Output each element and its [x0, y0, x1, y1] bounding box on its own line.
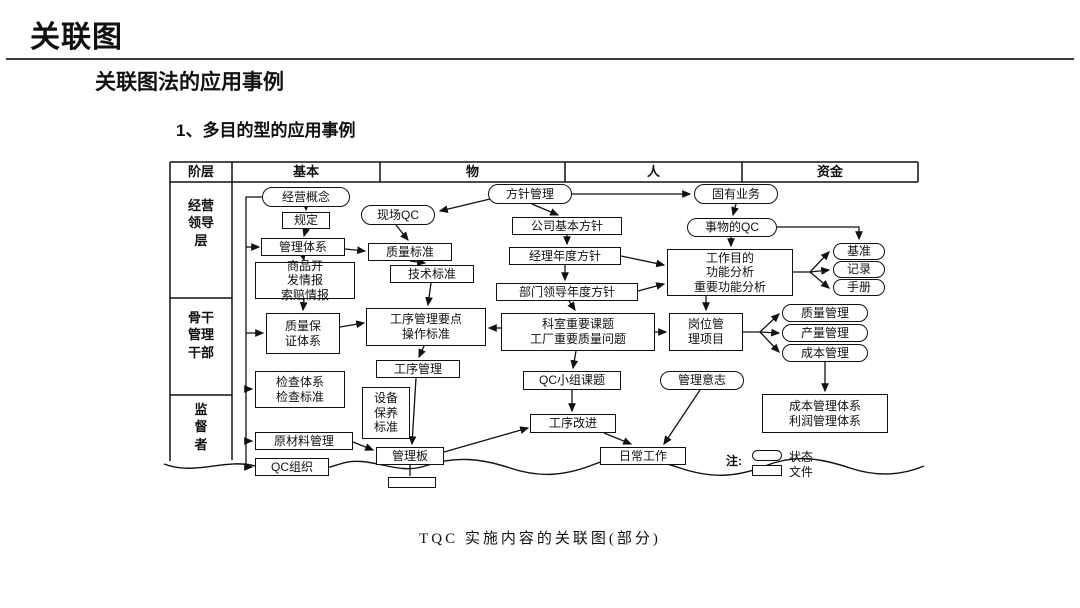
node-product-claim-info: 商品开 发情报 索赔情报 [255, 259, 355, 302]
node-inherent-business: 固有业务 [694, 184, 778, 204]
node-technical-standard: 技术标准 [390, 265, 474, 283]
node-site-qc: 现场QC [361, 205, 435, 225]
node-dept-leader-annual-policy: 部门领导年度方针 [496, 283, 638, 301]
row-label-top-management: 经营 领导 层 [187, 197, 214, 248]
title-divider [6, 58, 1074, 60]
node-dept-key-topics: 科室重要课题 工厂重要质量问题 [501, 313, 655, 351]
node-manager-annual-policy: 经理年度方针 [509, 247, 621, 265]
node-post-management-items: 岗位管 理项目 [669, 313, 743, 351]
node-management-will: 管理意志 [660, 371, 744, 390]
node-cost-profit-system: 成本管理体系 利润管理体系 [762, 394, 888, 433]
node-company-basic-policy: 公司基本方针 [512, 217, 622, 235]
node-quality-assurance-system: 质量保 证体系 [266, 313, 340, 354]
node-things-qc: 事物的QC [687, 218, 777, 237]
section-heading: 1、多目的型的应用事例 [176, 121, 356, 140]
node-management-system: 管理体系 [261, 238, 345, 256]
row-label-middle-management: 骨干 管理 干部 [187, 309, 214, 360]
node-daily-work: 日常工作 [600, 447, 686, 465]
row-label-supervisors: 监 督 者 [194, 401, 208, 452]
slide-subtitle: 关联图法的应用事例 [95, 71, 284, 94]
legend-note: 注: [726, 454, 742, 468]
node-management-board: 管理板 [376, 447, 444, 465]
column-header-people: 人 [646, 164, 660, 180]
node-work-purpose-analysis: 工作目的 功能分析 重要功能分析 [667, 249, 793, 296]
column-header-things: 物 [465, 164, 479, 180]
node-process-improvement: 工序改进 [530, 414, 616, 433]
node-standards: 基准 [833, 243, 885, 260]
node-business-concept: 经营概念 [262, 187, 350, 207]
node-manual: 手册 [833, 279, 885, 296]
node-quality-standard: 质量标准 [368, 243, 452, 261]
node-raw-material-management: 原材料管理 [255, 432, 353, 450]
node-quality-management: 质量管理 [782, 304, 868, 322]
node-cutoff-box [388, 477, 436, 488]
node-cost-management: 成本管理 [782, 344, 868, 362]
node-equipment-maintenance-standard: 设备 保养 标准 [362, 387, 410, 439]
legend-state-symbol [752, 450, 782, 461]
node-process-control-points: 工序管理要点 操作标准 [366, 308, 486, 346]
diagram-caption: TQC 实施内容的关联图(部分) [419, 531, 661, 547]
node-records: 记录 [833, 261, 885, 278]
node-inspection-system: 检查体系 检查标准 [255, 371, 345, 408]
column-header-basic: 基本 [292, 164, 319, 180]
node-regulations: 规定 [282, 212, 330, 229]
legend-document-symbol [752, 465, 782, 476]
node-qc-group-topics: QC小组课题 [523, 371, 621, 390]
node-output-management: 产量管理 [782, 324, 868, 342]
node-process-management: 工序管理 [376, 360, 460, 378]
grid-corner-label: 阶层 [187, 164, 214, 180]
column-header-funds: 资金 [816, 164, 843, 180]
page-title: 关联图 [30, 21, 123, 54]
node-qc-organization: QC组织 [255, 458, 329, 476]
legend-document-label: 文件 [789, 465, 814, 479]
node-policy-management: 方针管理 [488, 184, 572, 204]
